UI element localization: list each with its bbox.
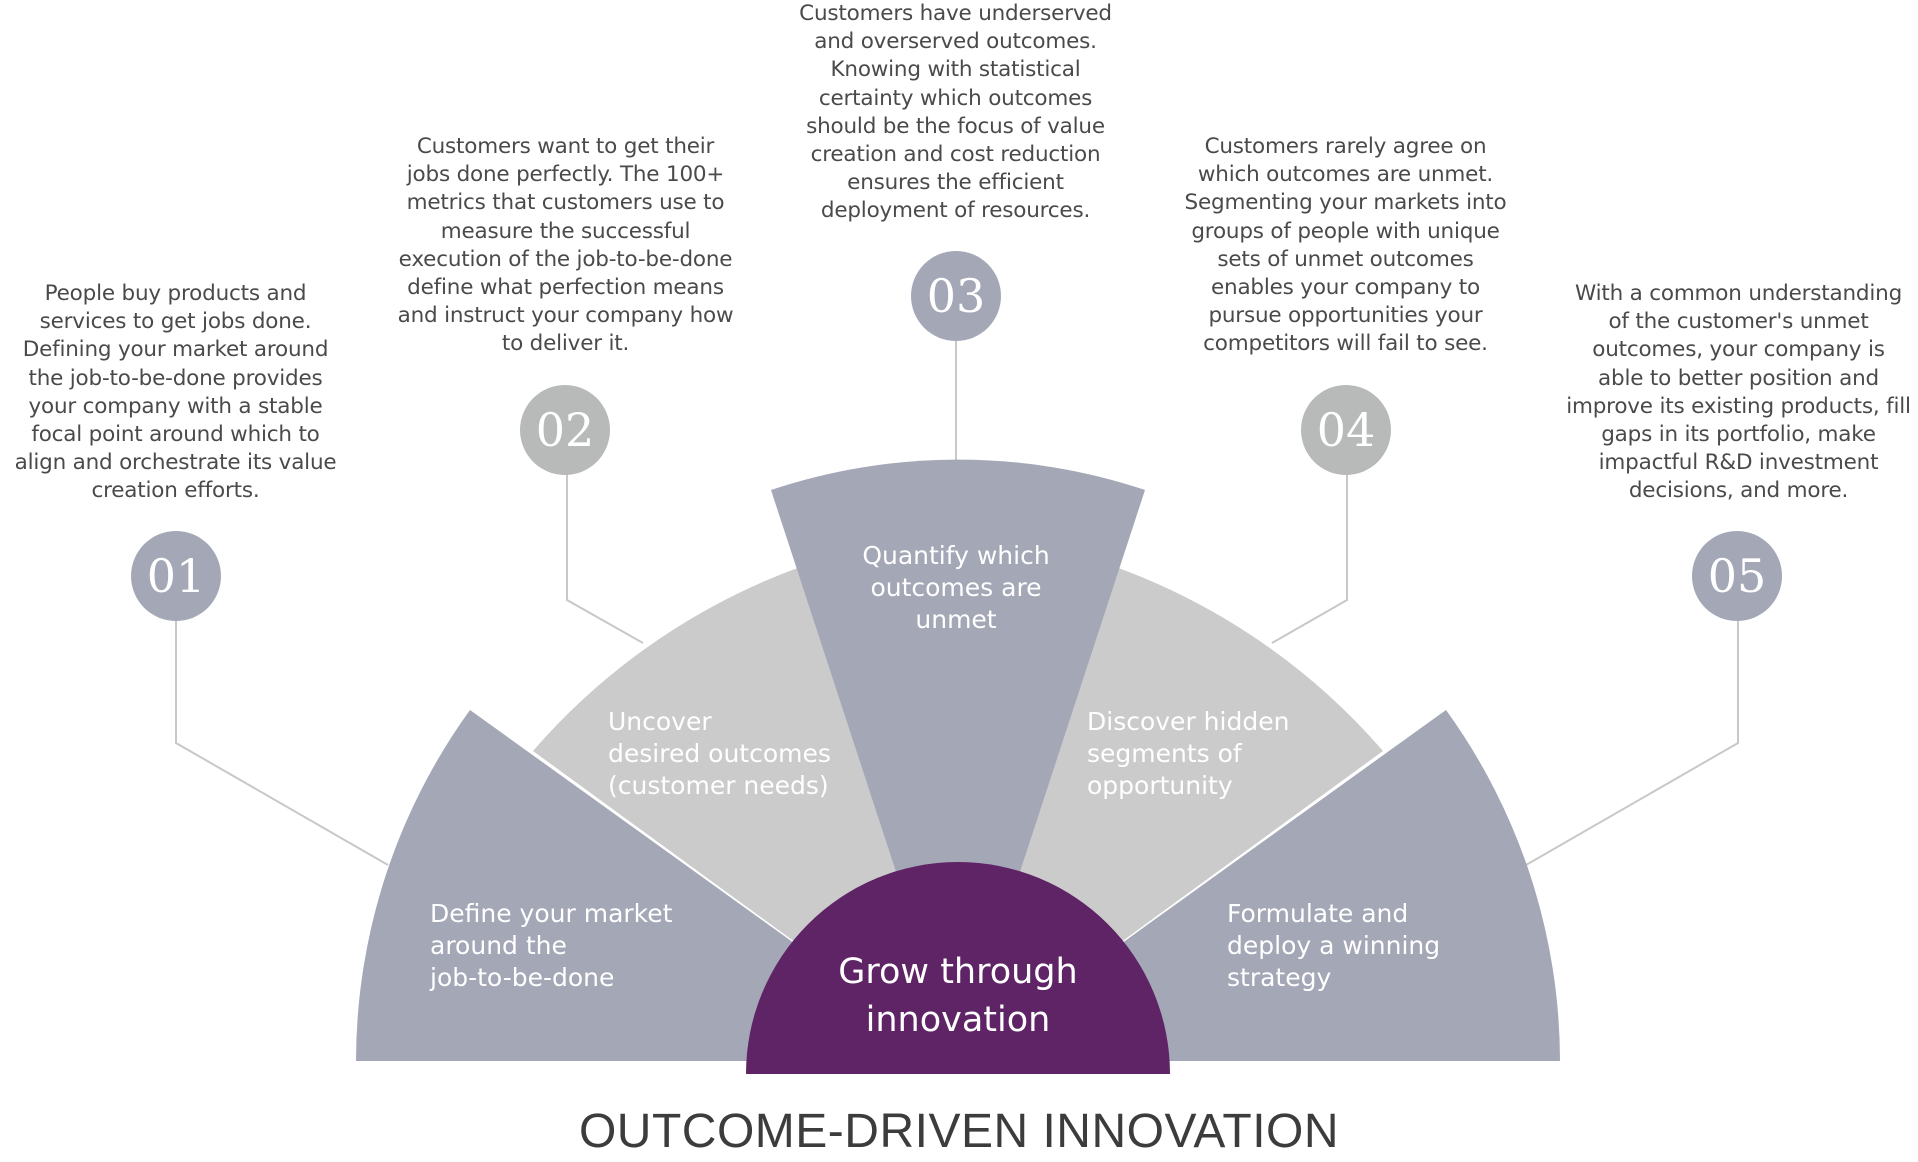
step-05-badge: 05 xyxy=(1692,531,1782,621)
wedge-03 xyxy=(771,459,1145,1062)
connector-04 xyxy=(1271,474,1348,644)
step-01-label: Define your market around the job-to-be-… xyxy=(430,899,673,992)
step-03-badge: 03 xyxy=(911,251,1001,341)
step-04-description: Customers rarely agree on which outcomes… xyxy=(1184,134,1507,357)
step-05-label: Formulate and deploy a winning strategy xyxy=(1227,899,1441,992)
step-02-description: Customers want to get their jobs done pe… xyxy=(397,134,734,357)
connector-05 xyxy=(1525,620,1739,866)
step-03-description: Customers have underserved and overserve… xyxy=(799,1,1112,224)
center-label: Grow through innovation xyxy=(838,952,1078,1040)
step-04-label: Discover hidden segments of opportunity xyxy=(1087,707,1290,800)
center-hub xyxy=(746,862,1170,1074)
diagram-title: OUTCOME-DRIVEN INNOVATION xyxy=(578,1105,1340,1158)
step-04-badge: 04 xyxy=(1301,385,1391,475)
step-03-label: Quantify which outcomes are unmet xyxy=(862,541,1050,634)
step-01-description: People buy products and services to get … xyxy=(14,281,337,504)
connector-02 xyxy=(566,474,644,644)
step-05-description: With a common understanding of the custo… xyxy=(1566,281,1911,504)
step-01-badge: 01 xyxy=(131,531,221,621)
connector-01 xyxy=(175,620,389,866)
step-02-label: Uncover desired outcomes (customer needs… xyxy=(608,707,831,800)
step-02-badge: 02 xyxy=(520,385,610,475)
